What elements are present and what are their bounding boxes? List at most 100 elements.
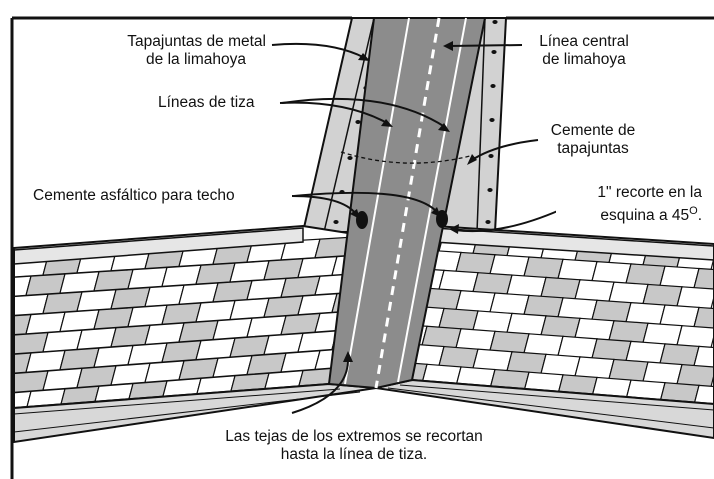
shingle-tab	[557, 297, 598, 321]
nail-icon	[487, 188, 493, 192]
shingle-tab	[574, 356, 615, 380]
shingle-tab	[540, 276, 581, 300]
shingle-tab	[212, 355, 253, 378]
shingle-tab	[642, 283, 683, 307]
shingle-tab	[161, 340, 202, 363]
shingle-tab	[642, 322, 683, 346]
shingle-tab	[178, 320, 219, 343]
frame	[10, 16, 714, 479]
shingle-tab	[574, 317, 615, 341]
shingle-tab	[212, 317, 253, 341]
label-end-shingles: Las tejas de los extremos se recortan ha…	[206, 428, 502, 464]
shingle-tab	[144, 322, 185, 346]
shingle-tab	[676, 286, 714, 310]
shingle-tab	[472, 272, 513, 295]
shingle-tab	[93, 306, 134, 330]
shingle-tab	[127, 342, 168, 366]
shingle-tab	[25, 273, 66, 297]
shingle-tab	[625, 263, 666, 287]
shingle-tab	[42, 291, 83, 315]
shingle-tab	[608, 358, 649, 383]
nail-icon	[347, 156, 353, 160]
label-flashing-cement: Cemente de tapajuntas	[541, 122, 645, 158]
shingle-tab	[229, 260, 270, 283]
shingle-tab	[25, 349, 66, 373]
shingle-tab	[438, 269, 479, 293]
shingle-tab	[591, 299, 632, 323]
shingle-tab	[280, 312, 321, 336]
shingle-tab	[421, 325, 462, 349]
shingle-tab	[280, 275, 321, 298]
nail-icon	[485, 220, 491, 224]
roof-cement-left	[356, 211, 368, 229]
shingle-tab	[59, 347, 100, 371]
shingle-tab	[455, 328, 496, 352]
shingle-tab	[110, 286, 151, 310]
shingle-tab	[263, 332, 304, 356]
label-chalk-lines: Líneas de tiza	[158, 94, 255, 112]
shingle-tab	[76, 365, 117, 389]
nail-icon	[355, 120, 361, 124]
shingle-tab	[625, 340, 666, 364]
shingle-tab	[506, 351, 547, 375]
shingle-tab	[263, 258, 304, 281]
shingle-tab	[178, 282, 219, 305]
shingle-tab	[438, 345, 479, 369]
nail-icon	[492, 20, 498, 24]
shingle-tab	[574, 279, 615, 303]
shingle-tab	[246, 277, 287, 301]
shingle-tab	[76, 327, 117, 350]
shingle-tab	[591, 338, 632, 362]
shingle-tab	[608, 281, 649, 305]
shingle-tab	[76, 289, 117, 312]
label-valley-flashing: Tapajuntas de metal de la limahoya	[96, 33, 266, 69]
shingle-tab	[93, 344, 134, 368]
shingle-tab	[489, 292, 530, 316]
shingle-tab	[438, 307, 479, 331]
shingle-tab	[591, 260, 632, 284]
shingle-tab	[93, 268, 134, 292]
nail-icon	[489, 118, 495, 122]
shingle-tab	[110, 362, 151, 386]
shingle-tab	[608, 320, 649, 344]
shingle-tab	[540, 353, 581, 377]
shingle-tab	[625, 301, 666, 326]
shingle-tab	[659, 343, 700, 367]
shingle-tab	[195, 337, 236, 361]
shingle-tab	[489, 330, 530, 354]
label-corner-clip: 1" recorte en la esquina a 45O.	[556, 184, 702, 226]
shingle-tab	[246, 315, 287, 338]
shingle-tab	[25, 311, 66, 335]
shingle-tab	[557, 335, 598, 359]
shingle-tab	[676, 363, 714, 388]
shingle-tab	[506, 312, 547, 336]
shingle-tab	[212, 280, 253, 303]
shingle-tab	[297, 255, 338, 279]
shingle-tab	[229, 335, 270, 358]
shingle-tab	[42, 367, 83, 391]
nail-icon	[488, 154, 494, 158]
shingle-tab	[144, 284, 185, 308]
nail-icon	[333, 220, 339, 224]
shingle-tab	[110, 324, 151, 348]
shingle-tab	[557, 258, 598, 282]
nail-icon	[490, 84, 496, 88]
shingle-tab	[659, 265, 700, 289]
shingle-tab	[161, 264, 202, 288]
shingle-tab	[523, 294, 564, 318]
shingle-tab	[59, 271, 100, 294]
shingle-tab	[297, 330, 338, 353]
shingle-tab	[161, 302, 202, 325]
starter-course	[14, 227, 304, 265]
shingle-tab	[455, 251, 496, 275]
nail-icon	[491, 50, 497, 54]
shingle-tab	[472, 348, 513, 372]
shingle-tab	[229, 297, 270, 321]
shingle-tab	[523, 256, 564, 280]
shingle-tab	[676, 325, 714, 349]
shingle-tab	[659, 304, 700, 328]
shingle-tab	[489, 254, 530, 277]
shingle-tab	[263, 295, 304, 318]
shingle-tab	[178, 357, 219, 381]
shingle-tab	[523, 333, 564, 357]
